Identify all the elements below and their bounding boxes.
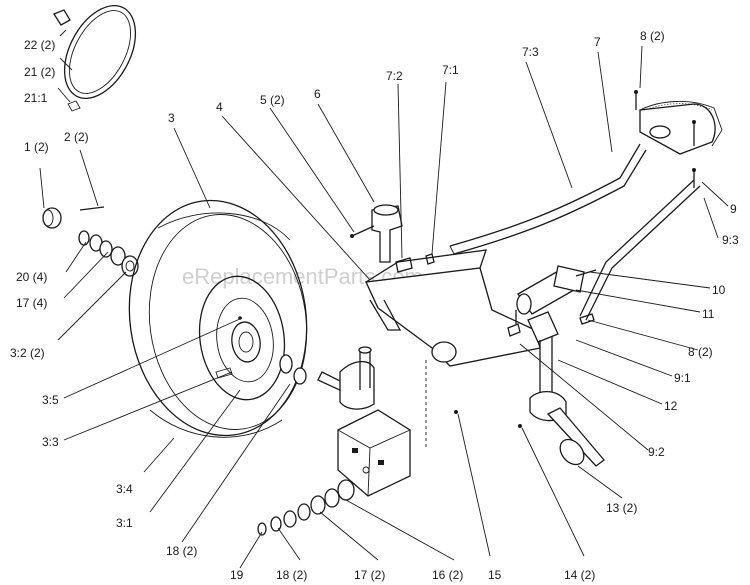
callout-9-3: 9:3 bbox=[722, 233, 739, 247]
callout-9-1: 9:1 bbox=[674, 371, 691, 385]
callout-8-2-top: 8 (2) bbox=[640, 29, 665, 43]
bolt-part-9-2 bbox=[507, 323, 521, 337]
rim-part-3-1 bbox=[198, 275, 286, 401]
nut-part-7-1 bbox=[425, 253, 435, 265]
steering-knuckle-part-6 bbox=[350, 204, 435, 273]
callout-3-3: 3:3 bbox=[42, 435, 59, 449]
callout-3-4: 3:4 bbox=[116, 482, 133, 496]
callout-6: 6 bbox=[314, 87, 321, 101]
callout-7-1: 7:1 bbox=[442, 63, 459, 77]
leader-lines bbox=[39, 29, 729, 569]
callout-20-4: 20 (4) bbox=[16, 270, 47, 284]
washer-stack-left bbox=[78, 230, 139, 277]
callout-15: 15 bbox=[488, 568, 502, 582]
tie-rod-part-7-3 bbox=[449, 143, 647, 255]
valve-part-3-3 bbox=[215, 367, 233, 379]
hub-part-3-5 bbox=[231, 321, 261, 363]
callout-3: 3 bbox=[168, 111, 175, 125]
callout-3-5: 3:5 bbox=[42, 393, 59, 407]
callout-21-1: 21:1 bbox=[24, 91, 48, 105]
callout-5-2: 5 (2) bbox=[260, 93, 285, 107]
callout-3-2-2: 3:2 (2) bbox=[10, 346, 45, 360]
spindle-part-6 bbox=[317, 346, 375, 410]
axle-beam-part-15 bbox=[365, 249, 541, 367]
wheel-tire-part-3 bbox=[128, 199, 308, 438]
callout-17-4: 17 (4) bbox=[16, 296, 47, 310]
hardware-bits bbox=[425, 313, 595, 450]
callout-1-2: 1 (2) bbox=[24, 140, 49, 154]
spacers-part-18 bbox=[279, 354, 307, 385]
hub-cap-part-1 bbox=[42, 207, 62, 229]
callout-17-2: 17 (2) bbox=[354, 568, 385, 582]
callout-14-2: 14 (2) bbox=[564, 568, 595, 582]
callout-3-1: 3:1 bbox=[116, 516, 133, 530]
clip-part-22 bbox=[53, 9, 71, 26]
nut-part-7-2 bbox=[395, 257, 413, 273]
callout-9: 9 bbox=[730, 202, 737, 216]
callout-18-2-bottom: 18 (2) bbox=[276, 568, 307, 582]
callout-2-2: 2 (2) bbox=[64, 130, 89, 144]
callout-13-2: 13 (2) bbox=[606, 501, 637, 515]
steering-sector-part-7 bbox=[634, 90, 723, 155]
callout-9-2: 9:2 bbox=[648, 445, 665, 459]
bracket-part-16 bbox=[337, 409, 411, 497]
callout-7-3: 7:3 bbox=[522, 45, 539, 59]
clip-part-21-1 bbox=[67, 100, 81, 112]
callout-labels: 22 (2) 21 (2) 21:1 1 (2) 2 (2) 3 4 5 (2)… bbox=[10, 29, 739, 582]
callout-12: 12 bbox=[664, 399, 678, 413]
bracket-part-10 bbox=[553, 265, 585, 293]
pivot-tube-part-11 bbox=[516, 265, 597, 315]
callout-11: 11 bbox=[702, 307, 715, 321]
pin-part-2 bbox=[79, 206, 105, 211]
callout-7-2: 7:2 bbox=[386, 69, 403, 83]
callout-18-2-left: 18 (2) bbox=[166, 544, 197, 558]
callout-16-2: 16 (2) bbox=[432, 568, 463, 582]
callout-4: 4 bbox=[216, 100, 223, 114]
bolt-part-5 bbox=[351, 225, 375, 237]
callout-8-2-mid: 8 (2) bbox=[688, 345, 713, 359]
drag-link-part-9-3 bbox=[579, 168, 701, 321]
callout-19: 19 bbox=[230, 568, 244, 582]
right-spindle-part-12 bbox=[507, 310, 605, 467]
callout-22-2: 22 (2) bbox=[24, 38, 55, 52]
callout-7: 7 bbox=[594, 35, 601, 49]
ring-part-21 bbox=[53, 5, 137, 112]
washer-stack-bottom bbox=[257, 479, 355, 536]
callout-10: 10 bbox=[712, 283, 726, 297]
callout-21-2: 21 (2) bbox=[24, 65, 55, 79]
